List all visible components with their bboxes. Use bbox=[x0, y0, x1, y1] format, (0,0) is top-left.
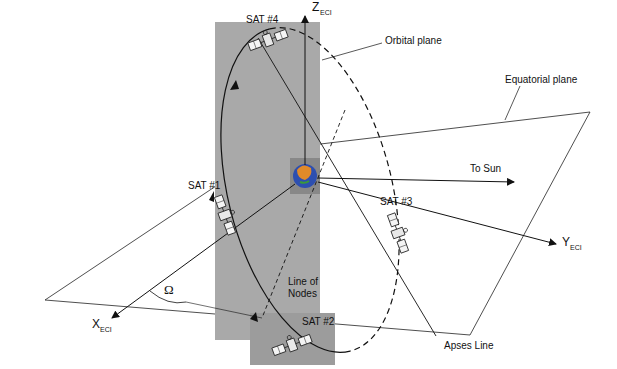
line-label: Line of Nodes bbox=[288, 276, 328, 299]
plane-label: Orbital plane bbox=[385, 35, 442, 47]
direction-label: To Sun bbox=[470, 163, 501, 175]
y-axis-label: Y bbox=[562, 236, 570, 250]
satellite-label: SAT #2 bbox=[302, 316, 334, 328]
z-axis-label: Z bbox=[312, 1, 319, 15]
x-axis-label: X bbox=[92, 318, 100, 332]
axis-subscript: ECI bbox=[320, 9, 332, 17]
line-label: Apses Line bbox=[444, 340, 493, 352]
satellite-label: SAT #1 bbox=[188, 180, 220, 192]
axis-subscript: ECI bbox=[570, 244, 582, 252]
axis-subscript: ECI bbox=[100, 326, 112, 334]
satellite-label: SAT #3 bbox=[380, 196, 412, 208]
angle-symbol: Ω bbox=[164, 283, 174, 298]
plane-label: Equatorial plane bbox=[505, 74, 577, 86]
satellite-label: SAT #4 bbox=[246, 14, 278, 26]
